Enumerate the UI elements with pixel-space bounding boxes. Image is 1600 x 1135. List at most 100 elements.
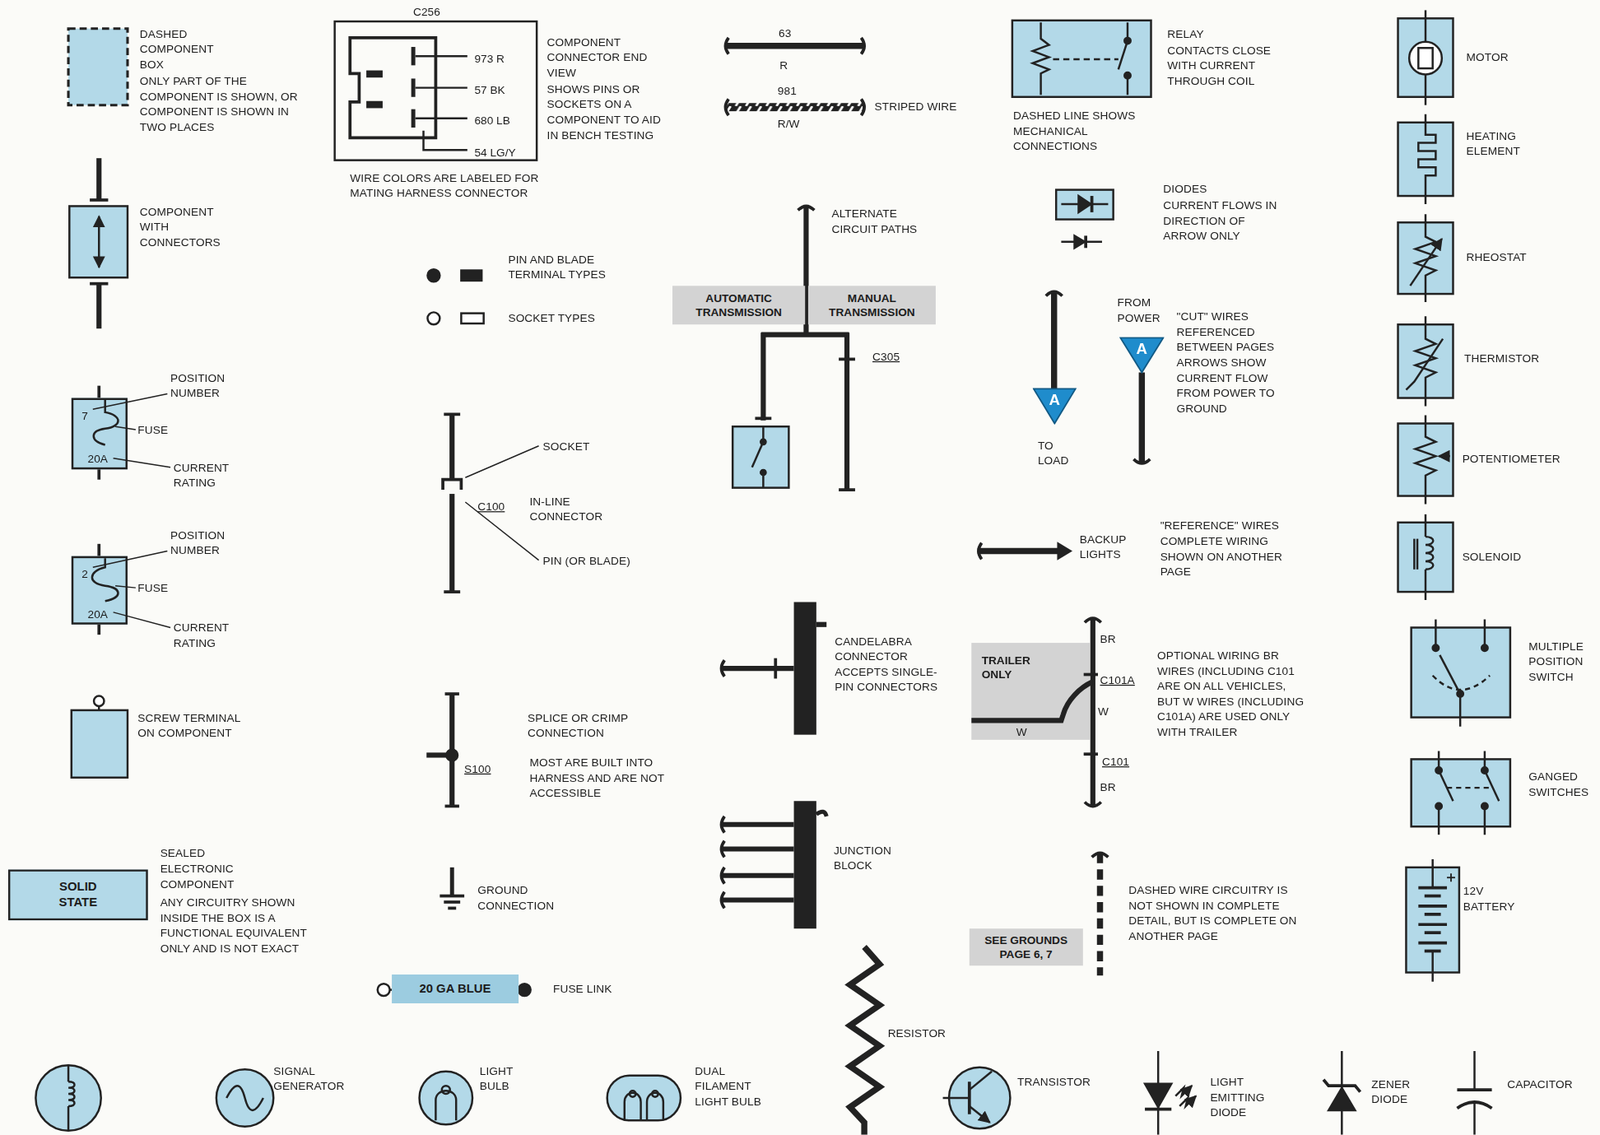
callout-label: CURRENT FLOWS IN DIRECTION OF ARROW ONLY [1162,198,1291,245]
callout-label: SPLICE OR CRIMP CONNECTION [527,710,676,741]
inline-connector-symbol [449,413,455,480]
alternate-path-symbol [761,332,850,338]
fuse-link-symbol [518,983,531,996]
rheostat-symbol [1415,213,1437,303]
ground-symbol [447,906,456,911]
connector-face-symbol [367,102,382,107]
led-symbol [1175,1085,1192,1096]
option-band: MANUAL TRANSMISSION [808,285,936,325]
heating-element-symbol [1398,114,1454,205]
dashed-box-symbol [68,28,128,106]
cut-wire-arrow: A [1032,387,1077,425]
fuse-symbol [93,550,168,568]
dashed-box-symbol [68,28,128,106]
ganged-switches-symbol [1438,770,1453,801]
resistor-symbol [850,947,880,1135]
node-text: A [1136,339,1148,358]
diode-symbol [1083,235,1088,248]
triangle-shape [1033,388,1076,424]
optional-wiring-symbol [1084,618,1102,623]
multiple-position-switch-symbol [1432,645,1439,652]
relay-symbol [1052,58,1118,61]
inline-connector-symbol [442,413,540,592]
capacitor-symbol [1456,1088,1492,1092]
node-text: TRAILER ONLY [981,652,1046,682]
junction-block-symbol [722,846,795,852]
rheostat-symbol [1409,238,1442,286]
callout-label: MULTIPLE POSITION SWITCH [1528,638,1596,685]
inline-connector-symbol [465,446,539,478]
capacitor-symbol [1473,1102,1475,1135]
alternate-path-symbol [838,488,856,492]
callout-label: DUAL FILAMENT LIGHT BULB [694,1063,762,1110]
node-text: 2 [81,566,89,581]
connector-face-symbol [415,86,468,89]
relay-symbol [1032,22,1050,95]
callout-label: COMPONENT CONNECTOR END VIEW [547,34,650,81]
wire-symbols [860,37,865,55]
candelabra-connector-symbol [721,601,828,735]
diode-symbol [1055,190,1113,220]
led-symbol [1144,1051,1196,1135]
ganged-switches-symbol [1481,803,1488,810]
node-text: 680 LB [474,113,511,128]
motor-symbol [1418,47,1433,69]
optional-wiring-symbol [1090,618,1096,806]
dual-filament-bulb-symbol [607,1075,681,1121]
reference-wire-symbol [1056,541,1073,560]
solid-state-box: SOLID STATE [8,869,149,921]
battery-symbol [1405,859,1459,982]
callout-label: 63 [778,25,791,42]
callout-label: MOTOR [1466,50,1509,66]
connector-face-symbol [411,78,416,97]
callout-label: BACKUP LIGHTS [1079,531,1152,563]
capacitor-symbol [1456,1051,1492,1135]
transistor-symbol [943,1067,1011,1129]
connector-face-symbol [415,117,468,120]
optional-wiring-symbol [1083,673,1098,677]
callout-label: SHOWS PINS OR SOCKETS ON A COMPONENT TO … [547,81,662,143]
solenoid-symbol [1398,514,1454,600]
terminal-type-symbols [427,269,484,325]
thermistor-symbol [1398,316,1454,406]
callout-label: CURRENT RATING [173,620,246,652]
battery-symbol [1424,912,1442,917]
connector-face-symbol [349,37,468,150]
fuse-symbol [115,426,136,430]
led-symbol [1144,1083,1172,1108]
callout-label: OPTIONAL WIRING BR WIRES (INCLUDING C101… [1157,647,1311,740]
wire-symbols [726,42,864,49]
component-with-connectors-symbol [96,283,102,330]
battery-symbol [1418,941,1447,945]
fuse-symbol [71,386,171,636]
coil-symbol [68,1081,75,1107]
splice-symbol [426,693,460,806]
callout-label: ZENER DIODE [1371,1076,1433,1107]
screw-terminal-symbol [71,710,128,778]
fuse-symbol [97,469,101,480]
relay-symbol [1012,20,1152,98]
node-text: C256 [413,4,441,19]
screw-terminal-symbol [93,696,104,707]
callout-label: HEATING ELEMENT [1466,128,1539,159]
fuse-symbol [113,458,171,468]
junction-block-symbol [794,800,817,929]
callout-label: W [1097,703,1109,720]
callout-label: DIODES [1162,181,1207,198]
dual-filament-bulb-symbol [607,1075,681,1121]
callout-label: ALTERNATE CIRCUIT PATHS [831,205,924,237]
fuse-symbol [97,544,101,557]
light-bulb-symbol [435,1090,456,1121]
callout-label: PIN AND BLADE TERMINAL TYPES [507,251,620,283]
node-text: 20A [88,607,108,622]
transistor-symbol [967,1081,972,1115]
component-with-connectors-symbol [69,158,128,329]
led-symbol [1144,1107,1172,1112]
callout-label: CONTACTS CLOSE WITH CURRENT THROUGH COIL [1167,42,1295,89]
node-text: SEE GROUNDS PAGE 6, 7 [969,932,1084,962]
connector-id: S100 [464,761,491,777]
callout-label: LIGHT EMITTING DIODE [1209,1074,1282,1121]
callout-label: MOST ARE BUILT INTO HARNESS AND ARE NOT … [529,754,678,801]
ganged-switches-symbol [1437,809,1440,835]
diode-symbol [1078,195,1091,213]
